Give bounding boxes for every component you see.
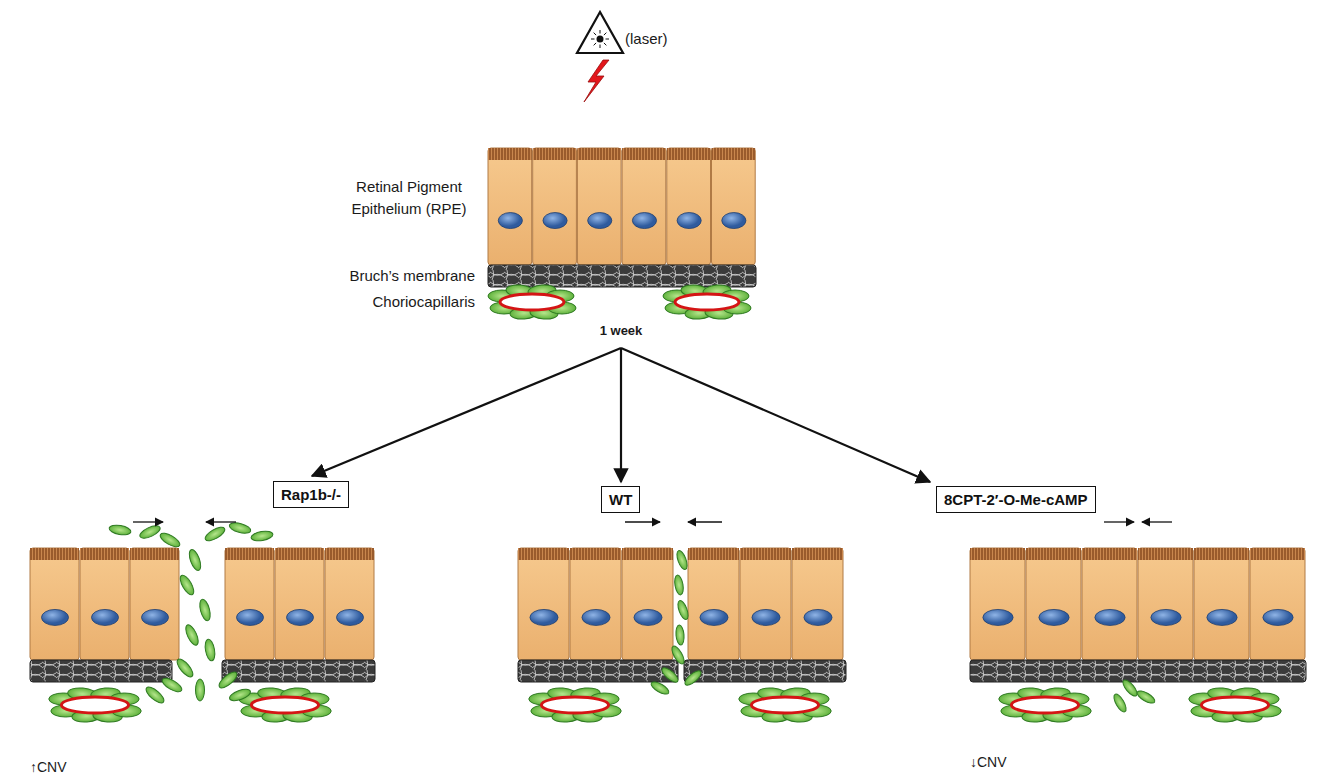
layer-label: Choriocapillaris	[372, 291, 475, 313]
outcome-label: ↑CNV	[30, 757, 67, 777]
layer-label: Bruch’s membrane	[349, 265, 475, 287]
bruchs-membrane	[30, 660, 172, 682]
rpe-cell	[1026, 548, 1081, 660]
endothelial-cell	[187, 548, 203, 572]
rpe-cell	[712, 148, 756, 265]
time-arrow	[621, 348, 930, 482]
condition-label: WT	[609, 491, 632, 508]
endothelial-cell	[228, 687, 252, 703]
rpe-cell	[275, 548, 324, 660]
condition-label: 8CPT-2′-O-Me-cAMP	[944, 491, 1088, 508]
rpe-cell	[1082, 548, 1137, 660]
endothelial-cell	[675, 549, 689, 571]
endothelial-cell	[1112, 692, 1129, 713]
time-arrow	[620, 348, 622, 482]
capillary-lumen	[1011, 697, 1078, 713]
bruchs-membrane	[684, 660, 846, 682]
capillary-lumen	[751, 697, 818, 713]
endothelial-cell	[1135, 689, 1156, 706]
laser-bolt	[584, 60, 609, 102]
laser-label: (laser)	[625, 28, 668, 50]
rpe-cell	[518, 548, 569, 660]
rpe-cell	[533, 148, 577, 265]
endothelial-cell	[683, 669, 703, 688]
rpe-cell	[488, 148, 532, 265]
condition-box: Rap1b-/-	[273, 481, 349, 508]
rpe-cell	[688, 548, 739, 660]
closure-arrow	[625, 521, 660, 522]
condition-box: WT	[601, 486, 640, 513]
capillary-lumen	[251, 697, 318, 713]
endothelial-cell	[158, 531, 182, 550]
endothelial-cell	[183, 623, 200, 647]
rpe-cell	[970, 548, 1025, 660]
rpe-cell	[1138, 548, 1193, 660]
rpe-cell	[130, 548, 179, 660]
endothelial-cell	[144, 684, 167, 705]
time-label: 1 week	[600, 322, 643, 341]
rpe-cell	[325, 548, 374, 660]
condition-label: Rap1b-/-	[281, 486, 341, 503]
endothelial-cell	[217, 669, 240, 690]
rpe-cell	[622, 148, 666, 265]
endothelial-cell	[670, 644, 687, 665]
capillary-lumen	[1201, 697, 1268, 713]
endothelial-cell	[1121, 678, 1140, 698]
outcome-label: ↓CNV	[970, 752, 1007, 772]
closure-arrow	[133, 521, 163, 522]
endothelial-cell	[174, 657, 195, 680]
rpe-cell	[225, 548, 274, 660]
rpe-cell	[1194, 548, 1249, 660]
endothelial-cell	[108, 524, 131, 537]
closure-arrow	[206, 521, 236, 522]
rpe-cell	[577, 148, 621, 265]
condition-box: 8CPT-2′-O-Me-cAMP	[936, 486, 1096, 513]
rpe-cell	[740, 548, 791, 660]
rpe-cell	[570, 548, 621, 660]
endothelial-cell	[228, 521, 252, 535]
bruchs-membrane	[970, 660, 1306, 682]
endothelial-cell	[660, 666, 680, 685]
endothelial-cell	[178, 573, 197, 597]
laser-symbol	[577, 12, 623, 53]
layer-label: Retinal Pigment Epithelium (RPE)	[343, 176, 475, 220]
time-arrow	[312, 348, 621, 476]
bruchs-membrane	[222, 660, 375, 682]
rpe-cell	[30, 548, 79, 660]
rpe-cell	[1250, 548, 1305, 660]
endothelial-cell	[203, 525, 227, 544]
endothelial-cell	[138, 523, 162, 540]
capillary-lumen	[61, 697, 128, 713]
endothelial-cell	[250, 530, 273, 543]
endothelial-cell	[676, 599, 690, 621]
treated-panel	[970, 522, 1306, 723]
endothelial-cell	[198, 598, 212, 622]
wildtype-panel	[518, 522, 846, 723]
closure-arrow	[1142, 521, 1172, 522]
capillary-lumen	[500, 294, 564, 310]
endothelial-cell	[649, 680, 670, 697]
rpe-cell	[792, 548, 843, 660]
endothelial-cell	[204, 638, 217, 661]
closure-arrow	[688, 521, 722, 522]
rpe-cell	[80, 548, 129, 660]
knockout-panel	[30, 521, 375, 723]
bruchs-membrane	[488, 265, 756, 287]
endothelial-cell	[160, 676, 184, 695]
endothelial-cell	[675, 625, 685, 646]
endothelial-cell	[673, 574, 684, 595]
closure-arrow	[1104, 521, 1134, 522]
capillary-lumen	[675, 294, 739, 310]
rpe-cell	[667, 148, 711, 265]
bruchs-membrane	[518, 660, 678, 682]
capillary-lumen	[541, 697, 608, 713]
endothelial-cell	[196, 679, 205, 701]
top-panel	[488, 12, 756, 320]
rpe-cell	[622, 548, 673, 660]
